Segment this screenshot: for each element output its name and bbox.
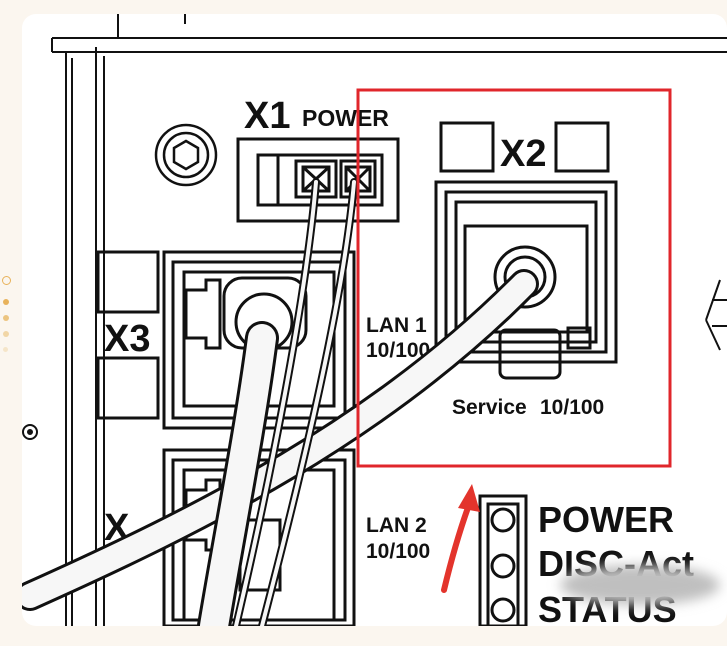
side-dot	[3, 299, 9, 305]
x3-label: X3	[104, 318, 150, 360]
side-dot-ring	[2, 276, 11, 285]
cables	[22, 178, 539, 626]
device-housing	[51, 14, 727, 626]
led-indicator-panel	[478, 494, 528, 626]
lan2-label: LAN 2	[366, 514, 427, 537]
led-power-label: POWER	[538, 499, 674, 540]
side-decoration	[0, 270, 20, 370]
red-arrow-icon	[441, 484, 480, 593]
diagram-frame: X1 POWER X2 Service 10/100 X3 LAN 1 10/1…	[22, 14, 727, 626]
x1-label: X1	[244, 95, 290, 137]
lan2-speed-label: 10/100	[366, 540, 430, 563]
service-speed-label: 10/100	[540, 396, 604, 419]
x2-highlight-box	[356, 88, 672, 468]
side-dot	[3, 347, 8, 352]
x1-power-label: POWER	[302, 105, 389, 131]
x2-service-port	[434, 121, 618, 380]
lan1-label: LAN 1	[366, 314, 427, 337]
side-dot	[3, 331, 9, 337]
screw-icon	[154, 123, 218, 187]
blur-patch	[560, 565, 720, 605]
device-port-diagram: X1 POWER X2 Service 10/100 X3 LAN 1 10/1…	[22, 14, 727, 626]
crosshair-icon	[22, 424, 38, 440]
lan1-speed-label: 10/100	[366, 339, 430, 362]
x2-label: X2	[500, 133, 546, 175]
side-dot	[3, 315, 9, 321]
service-label: Service	[452, 396, 527, 419]
